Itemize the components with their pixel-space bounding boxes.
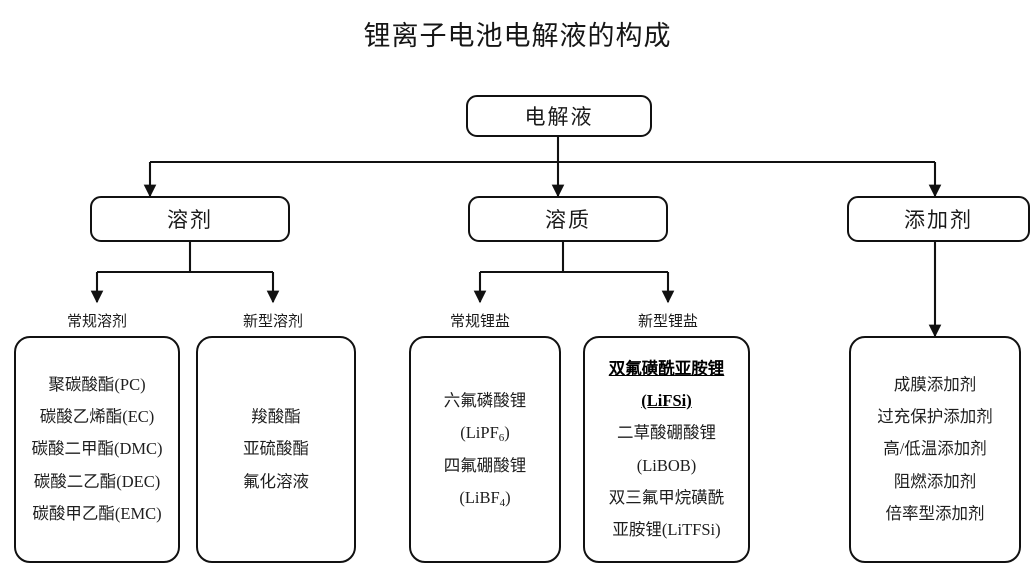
leaf-additive-list[interactable]: 成膜添加剂过充保护添加剂高/低温添加剂阻燃添加剂倍率型添加剂 [849,336,1021,563]
leaf-conventional-lithium-salt-list[interactable]: 六氟磷酸锂 (LiPF6) 四氟硼酸锂 (LiBF4) [409,336,561,563]
leaf-new-solvent-list[interactable]: 羧酸酯亚硫酸酯氟化溶液 [196,336,356,563]
leaf-line: 高/低温添加剂 [883,439,987,459]
node-solvent-label: 溶剂 [167,208,213,232]
leaf-conventional-solvent-list[interactable]: 聚碳酸酯(PC) 碳酸乙烯酯(EC) 碳酸二甲酯(DMC) 碳酸二乙酯(DEC) 碳酸甲… [14,336,180,563]
caption-conventional-lithium-salt: 常规锂盐 [449,314,510,330]
leaf-line: 亚胺锂(LiTFSi) [612,519,721,539]
leaf-line: 二草酸硼酸锂 [617,423,716,443]
leaf-line: 聚碳酸酯(PC) [48,375,146,395]
caption-new-lithium-salt: 新型锂盐 [637,314,698,330]
leaf-line: 碳酸乙烯酯(EC) [39,407,155,427]
leaf-line: 阻燃添加剂 [893,471,977,491]
node-solute-label: 溶质 [545,208,591,232]
leaf-line: 倍率型添加剂 [885,503,985,523]
leaf-line: 双氟磺酰亚胺锂 [608,358,725,378]
leaf-line: 过充保护添加剂 [877,407,993,427]
leaf-line: 六氟磷酸锂 [443,391,527,411]
leaf-line: 碳酸二甲酯(DMC) [31,439,163,459]
leaf-line: 氟化溶液 [243,471,309,491]
node-solute[interactable]: 溶质 [468,196,668,242]
leaf-line: (LiPF6) [460,423,510,445]
leaf-line: (LiBF4) [459,487,511,509]
node-solvent[interactable]: 溶剂 [90,196,290,242]
leaf-line: 羧酸酯 [251,407,301,427]
leaf-new-lithium-salt-list[interactable]: 双氟磺酰亚胺锂 (LiFSi) 二草酸硼酸锂 (LiBOB) 双三氟甲烷磺酰亚胺锂(Li… [583,336,750,563]
leaf-line: 碳酸二乙酯(DEC) [33,471,161,491]
caption-new-solvent: 新型溶剂 [242,314,303,330]
leaf-line: 成膜添加剂 [893,375,977,395]
node-root-electrolyte[interactable]: 电解液 [466,95,652,137]
caption-conventional-solvent: 常规溶剂 [66,314,127,330]
page-title: 锂离子电池电解液的构成 [363,21,672,51]
node-additive[interactable]: 添加剂 [847,196,1030,242]
leaf-line: 碳酸甲乙酯(EMC) [32,503,162,523]
leaf-line: 亚硫酸酯 [243,439,309,459]
leaf-line: (LiFSi) [641,391,692,411]
leaf-line: 双三氟甲烷磺酰 [608,487,725,507]
leaf-line: (LiBOB) [636,455,697,475]
node-root-label: 电解液 [524,105,594,129]
leaf-line: 四氟硼酸锂 [443,455,527,475]
node-additive-label: 添加剂 [904,208,973,232]
